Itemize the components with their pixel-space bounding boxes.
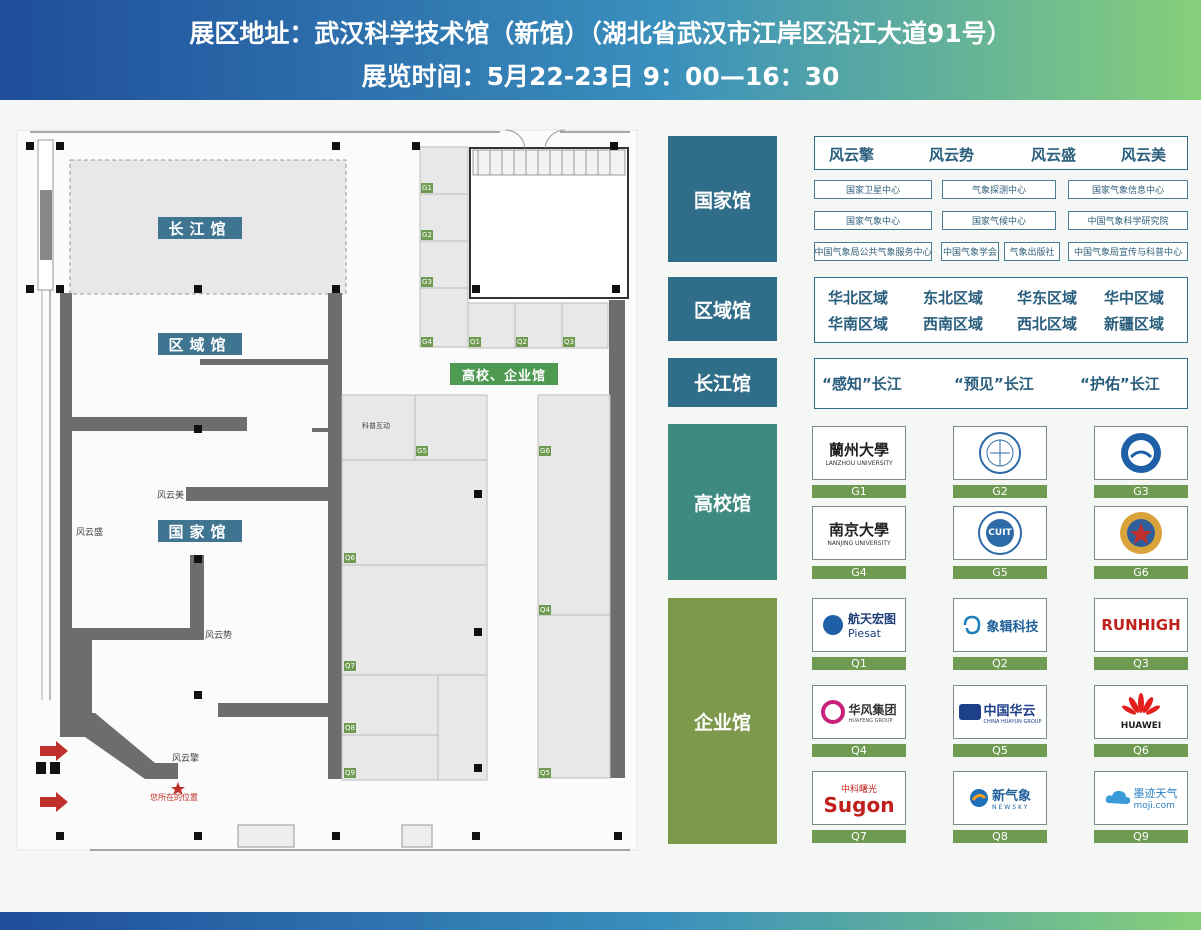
region-7: 新疆区域 (1104, 315, 1165, 333)
logo-huayun: 中国华云 CHINA HUAYUN GROUP (953, 685, 1047, 739)
brand-fengyunshi: 风云势 (929, 146, 975, 164)
brand-fengyunmei: 风云美 (1121, 146, 1167, 164)
region-4: 华南区域 (828, 315, 889, 333)
logo-huawei: HUAWEI (1094, 685, 1188, 739)
code-Q9: Q9 (1094, 830, 1188, 843)
header-banner: 展区地址：武汉科学技术馆（新馆）（湖北省武汉市江岸区沿江大道91号） 展览时间：… (0, 0, 1201, 100)
code-Q3: Q3 (1094, 657, 1188, 670)
map-booth-Q7: Q7 (344, 661, 356, 671)
hall-label-guojia: 国家馆 (158, 520, 242, 542)
zone-fengyunshi: 风云势 (205, 631, 233, 641)
code-Q5: Q5 (953, 744, 1047, 757)
map-booth-G2: G2 (421, 230, 433, 240)
category-quyu: 区域馆 (668, 277, 777, 341)
you-are-here-label: 您所在的位置 (150, 793, 198, 802)
brand-fengyunqing: 风云擎 (829, 146, 875, 164)
region-3: 华中区域 (1104, 289, 1165, 307)
hall-label-gaoxiao-qiye: 高校、企业馆 (450, 363, 558, 385)
code-G5: G5 (953, 566, 1047, 579)
zone-kepu: 科普互动 (362, 422, 390, 430)
theme-0: “感知”长江 (822, 375, 902, 393)
logo-nanjing-university: 南京大學 NANJING UNIVERSITY (812, 506, 906, 560)
theme-2: “护佑”长江 (1080, 375, 1160, 393)
region-2: 华东区域 (1017, 289, 1078, 307)
map-booth-Q3: Q3 (563, 337, 575, 347)
code-G3: G3 (1094, 485, 1188, 498)
category-changjiang: 长江馆 (668, 358, 777, 407)
code-G2: G2 (953, 485, 1047, 498)
map-booth-G3: G3 (421, 277, 433, 287)
region-6: 西北区域 (1017, 315, 1078, 333)
category-gaoxiao: 高校馆 (668, 424, 777, 580)
logo-university-g6 (1094, 506, 1188, 560)
logo-runhigh: RUNHIGH (1094, 598, 1188, 652)
category-guojia: 国家馆 (668, 136, 777, 262)
logo-university-g3 (1094, 426, 1188, 480)
zone-fengyunmei: 风云美 (157, 491, 185, 501)
logo-lanzhou-university: 蘭州大學 LANZHOU UNIVERSITY (812, 426, 906, 480)
footer-bar (0, 912, 1201, 930)
map-booth-Q6: Q6 (344, 553, 356, 563)
logo-piesat: 航天宏图 Piesat (812, 598, 906, 652)
region-5: 西南区域 (923, 315, 984, 333)
map-booth-Q5: Q5 (539, 768, 551, 778)
map-booth-Q1: Q1 (469, 337, 481, 347)
code-G1: G1 (812, 485, 906, 498)
map-booth-G5: G5 (416, 446, 428, 456)
category-qiye: 企业馆 (668, 598, 777, 844)
map-booth-Q2: Q2 (516, 337, 528, 347)
zone-fengyunsheng: 风云盛 (76, 528, 104, 538)
unit-5: 中国气象科学研究院 (1068, 211, 1188, 230)
unit-2: 国家气象信息中心 (1068, 180, 1188, 199)
time-line: 展览时间：5月22-23日 9：00—16：30 (361, 62, 840, 91)
unit-4: 国家气候中心 (942, 211, 1056, 230)
changjiang-box (814, 358, 1188, 409)
hall-label-quyu: 区域馆 (158, 333, 242, 355)
logo-cuit: CUIT (953, 506, 1047, 560)
unit-0: 国家卫星中心 (814, 180, 932, 199)
floor-map (16, 129, 638, 851)
theme-1: “预见”长江 (954, 375, 1034, 393)
zone-fengyunqing: 风云擎 (172, 754, 200, 764)
logo-huafeng: 华风集团 HUAFENG GROUP (812, 685, 906, 739)
map-booth-Q4: Q4 (539, 605, 551, 615)
code-Q4: Q4 (812, 744, 906, 757)
region-0: 华北区域 (828, 289, 889, 307)
logo-newsky: 新气象 NEWSKY (953, 771, 1047, 825)
code-G4: G4 (812, 566, 906, 579)
unit-6: 中国气象局公共气象服务中心 (814, 242, 932, 261)
address-line: 展区地址：武汉科学技术馆（新馆）（湖北省武汉市江岸区沿江大道91号） (189, 19, 1012, 48)
logo-xiangji: 象辑科技 (953, 598, 1047, 652)
quyu-box (814, 277, 1188, 343)
region-1: 东北区域 (923, 289, 984, 307)
code-Q2: Q2 (953, 657, 1047, 670)
logo-university-g2 (953, 426, 1047, 480)
hall-label-changjiang: 长江馆 (158, 217, 242, 239)
code-Q1: Q1 (812, 657, 906, 670)
map-booth-G1: G1 (421, 183, 433, 193)
unit-8: 气象出版社 (1004, 242, 1060, 261)
code-Q7: Q7 (812, 830, 906, 843)
logo-moji: 墨迹天气 moji.com (1094, 771, 1188, 825)
code-Q6: Q6 (1094, 744, 1188, 757)
map-booth-Q9: Q9 (344, 768, 356, 778)
code-G6: G6 (1094, 566, 1188, 579)
map-booth-G6: G6 (539, 446, 551, 456)
brand-fengyunsheng: 风云盛 (1031, 146, 1077, 164)
unit-9: 中国气象局宣传与科普中心 (1068, 242, 1188, 261)
map-booth-G4: G4 (421, 337, 433, 347)
guojia-brand-box (814, 136, 1188, 170)
unit-3: 国家气象中心 (814, 211, 932, 230)
map-booth-Q8: Q8 (344, 723, 356, 733)
code-Q8: Q8 (953, 830, 1047, 843)
unit-1: 气象探测中心 (942, 180, 1056, 199)
unit-7: 中国气象学会 (941, 242, 999, 261)
logo-sugon: 中科曙光 Sugon (812, 771, 906, 825)
